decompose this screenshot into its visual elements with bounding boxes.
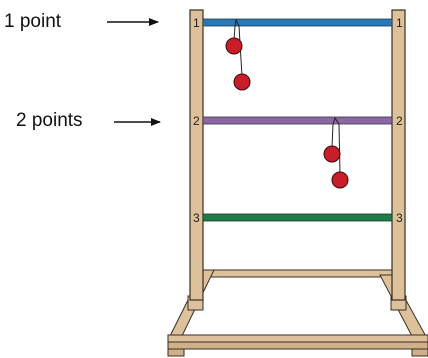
two-points-label: 2 points	[16, 110, 83, 131]
rung-3-number-right: 3	[396, 211, 403, 225]
bola-on-rung-2	[323, 116, 349, 189]
rung-2-number-left: 2	[193, 114, 200, 128]
rung-1-number-right: 1	[396, 16, 403, 30]
red-ball-upper	[225, 37, 243, 55]
left-post	[189, 9, 204, 301]
one-point-label: 1 point	[4, 11, 62, 32]
rung-1	[202, 18, 393, 27]
base-frame	[167, 269, 428, 357]
rung-2	[202, 116, 393, 125]
rung-1-number-left: 1	[193, 16, 200, 30]
red-ball-lower	[233, 73, 251, 91]
red-ball-lower	[331, 171, 349, 189]
red-ball-upper	[323, 145, 341, 163]
rung-3	[202, 213, 393, 222]
rung-2-number-right: 2	[396, 114, 403, 128]
right-post	[391, 9, 406, 301]
rung-3-number-left: 3	[193, 211, 200, 225]
bola-on-rung-1	[225, 18, 251, 91]
